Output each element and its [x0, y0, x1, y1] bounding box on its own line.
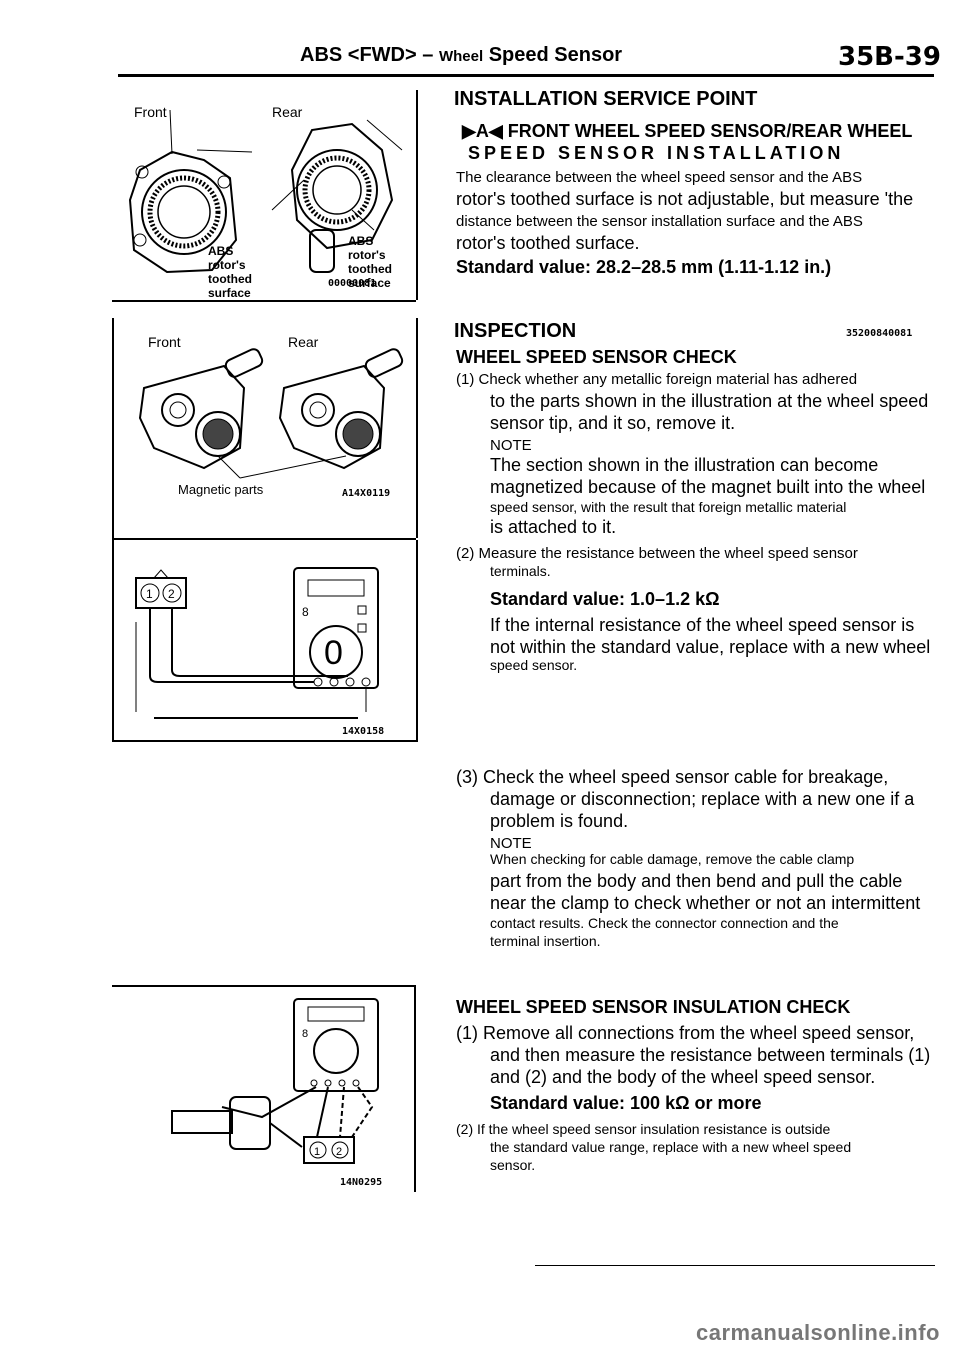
- note-3: NOTE: [490, 835, 532, 852]
- standard-value-3: Standard value: 100 kΩ or more: [490, 1093, 762, 1113]
- installation-title: INSTALLATION SERVICE POINT: [454, 88, 758, 110]
- header-subject: Wheel: [438, 48, 484, 65]
- page-header: ABS <FWD> – Wheel Speed Sensor: [300, 44, 700, 67]
- installation-subtitle-2: SPEED SENSOR INSTALLATION: [468, 143, 845, 163]
- figure-rotor: Front Rear ABS rotor's toothed surface A…: [112, 90, 418, 300]
- installation-p2: rotor's toothed surface is not adjustabl…: [456, 189, 914, 209]
- header-section: ABS <FWD>: [300, 44, 417, 66]
- n1-line2: magnetized because of the magnet built i…: [490, 477, 926, 497]
- fig1-front-callout: ABS rotor's toothed surface: [208, 244, 252, 300]
- i1-line1: (1) Check whether any metallic foreign m…: [456, 371, 858, 388]
- n1-line1: The section shown in the illustration ca…: [490, 455, 879, 475]
- fig2-front-label: Front: [148, 334, 181, 350]
- installation-p1: The clearance between the wheel speed se…: [456, 169, 863, 186]
- figure-divider: [112, 300, 416, 302]
- j2-line1: (2) If the wheel speed sensor insulation…: [456, 1121, 831, 1137]
- note-1: NOTE: [490, 437, 532, 454]
- installation-standard: Standard value: 28.2–28.5 mm (1.11-1.12 …: [456, 257, 832, 277]
- fig2-rear-label: Rear: [288, 334, 319, 350]
- ohmmeter-illustration: 1 2 0 8: [135, 567, 379, 719]
- installation-p3: distance between the sensor installation…: [456, 213, 863, 230]
- j1-line1: (1) Remove all connections from the whee…: [456, 1023, 915, 1043]
- n1-line3: speed sensor, with the result that forei…: [490, 499, 847, 515]
- i2-line1: (2) Measure the resistance between the w…: [456, 545, 858, 562]
- i3-line3: problem is found.: [490, 811, 629, 831]
- i2-line5: speed sensor.: [490, 657, 578, 673]
- sensor-illustration: [138, 348, 404, 479]
- rotor-illustration: [128, 109, 403, 274]
- fig4-code: 14N0295: [340, 1177, 383, 1188]
- fig2-code: A14X0119: [342, 488, 391, 499]
- n3-line4: contact results. Check the connector con…: [490, 915, 839, 931]
- installation-p4: rotor's toothed surface.: [456, 233, 640, 253]
- fig1-rear-label: Rear: [272, 104, 303, 120]
- page-number: 35B-39: [838, 42, 941, 72]
- check2-title: WHEEL SPEED SENSOR INSULATION CHECK: [456, 997, 851, 1017]
- n3-line3: near the clamp to check whether or not a…: [490, 893, 921, 913]
- n3-line5: terminal insertion.: [490, 933, 601, 949]
- header-subject2: Speed Sensor: [488, 44, 623, 66]
- fig1-rear-callout: ABS rotor's toothed surface: [348, 234, 392, 290]
- i2-line2: terminals.: [490, 563, 551, 579]
- figure-sensors: Front Rear Magnetic parts A14X0119: [112, 318, 418, 538]
- footer-watermark: carmanualsonline.info: [696, 1320, 940, 1345]
- j2-line2: the standard value range, replace with a…: [490, 1139, 852, 1155]
- bottom-rule: [535, 1265, 935, 1266]
- svg-text:1: 1: [146, 587, 153, 601]
- installation-subtitle: ▶A◀ FRONT WHEEL SPEED SENSOR/REAR WHEEL: [462, 121, 913, 141]
- i1-line2: to the parts shown in the illustration a…: [490, 391, 929, 411]
- j1-line2: and then measure the resistance between …: [490, 1045, 931, 1065]
- check1-title: WHEEL SPEED SENSOR CHECK: [456, 347, 737, 367]
- figure-divider-2: [112, 538, 416, 540]
- j1-line3: and (2) and the body of the wheel speed …: [490, 1067, 876, 1087]
- svg-text:1: 1: [314, 1146, 320, 1158]
- inspection-title: INSPECTION: [454, 320, 577, 342]
- figure-insulation: 8 1 2 14N0295: [112, 985, 416, 1192]
- svg-text:8: 8: [302, 605, 309, 619]
- fig1-code: 00000081: [328, 278, 377, 289]
- header-rule: [118, 74, 934, 77]
- fig2-magnetic-label: Magnetic parts: [178, 482, 264, 497]
- i1-line3: sensor tip, and it so, remove it.: [490, 413, 736, 433]
- svg-text:2: 2: [168, 587, 175, 601]
- standard-value-2: Standard value: 1.0–1.2 kΩ: [490, 589, 720, 609]
- j2-line3: sensor.: [490, 1157, 536, 1173]
- inspection-code: 35200840081: [846, 328, 913, 339]
- i3-line1: (3) Check the wheel speed sensor cable f…: [456, 767, 889, 787]
- n3-line2: part from the body and then bend and pul…: [490, 871, 903, 891]
- i2-line3: If the internal resistance of the wheel …: [490, 615, 915, 635]
- svg-text:2: 2: [336, 1146, 342, 1158]
- n3-line1: When checking for cable damage, remove t…: [490, 851, 855, 867]
- svg-text:8: 8: [302, 1028, 308, 1040]
- n1-line4: is attached to it.: [490, 517, 617, 537]
- svg-text:0: 0: [324, 634, 343, 672]
- insulation-illustration: 8 1 2: [171, 998, 379, 1164]
- i2-line4: not within the standard value, replace w…: [490, 637, 931, 657]
- figure-meter-terminals: 1 2 0 8 14X0158: [112, 540, 418, 742]
- fig1-front-label: Front: [134, 104, 167, 120]
- fig3-code: 14X0158: [342, 726, 385, 737]
- marker-a: ▶A◀: [462, 121, 503, 141]
- header-dash: –: [422, 44, 434, 66]
- i3-line2: damage or disconnection; replace with a …: [490, 789, 915, 809]
